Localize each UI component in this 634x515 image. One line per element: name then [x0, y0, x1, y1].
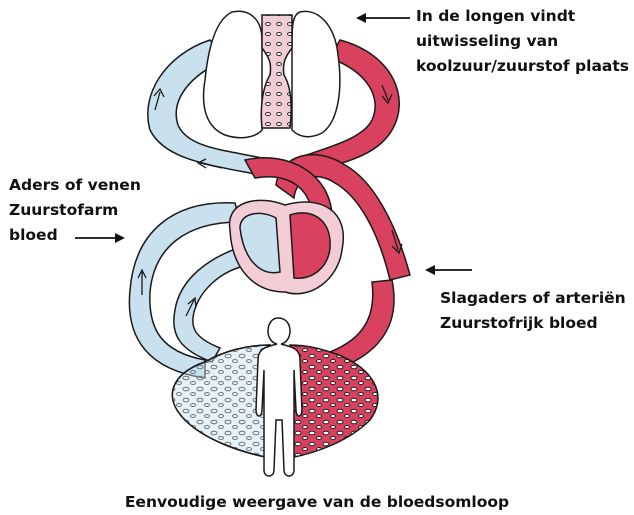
arteries-label-line-1: Slagaders of arteriën [440, 286, 626, 311]
trachea [261, 15, 292, 128]
veins-label-line-2: Zuurstofarm [9, 198, 141, 223]
veins-label: Aders of venen Zuurstofarm bloed [9, 173, 141, 248]
heart [230, 200, 344, 293]
lungs-label-line-1: In de longen vindt [416, 4, 629, 29]
diagram-caption: Eenvoudige weergave van de bloedsomloop [0, 493, 634, 511]
lungs-label-line-3: koolzuur/zuurstof plaats [416, 54, 629, 79]
lungs-label: In de longen vindt uitwisseling van kool… [416, 4, 629, 79]
arteries-label: Slagaders of arteriën Zuurstofrijk bloed [440, 286, 626, 336]
lungs-label-line-2: uitwisseling van [416, 29, 629, 54]
body-capillaries-arterial [290, 345, 378, 458]
right-lung [292, 11, 340, 136]
left-lung [204, 11, 262, 137]
vena-cava-inner [174, 248, 244, 362]
arteries-label-line-2: Zuurstofrijk bloed [440, 311, 626, 336]
veins-label-line-3: bloed [9, 223, 141, 248]
veins-label-line-1: Aders of venen [9, 173, 141, 198]
lungs [204, 11, 340, 137]
